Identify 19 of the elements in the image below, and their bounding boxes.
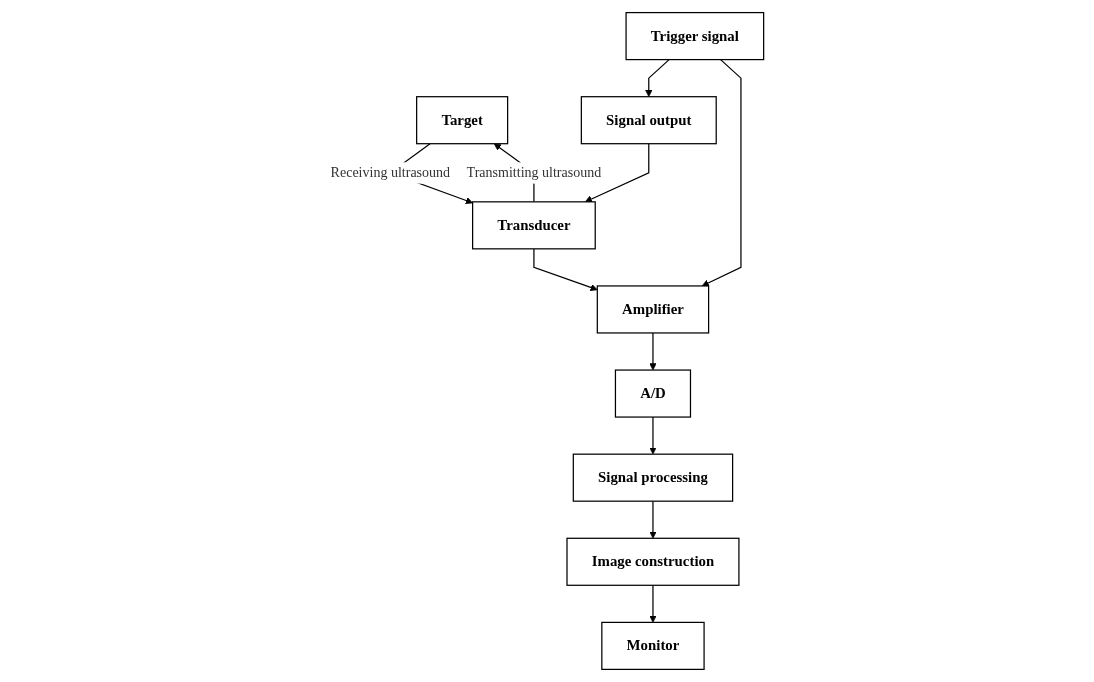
arrow [645, 59, 670, 98]
arrow [649, 500, 657, 539]
arrow [701, 59, 742, 287]
node-box: A/D [614, 369, 691, 418]
edge-label: Transmitting ultrasound [466, 164, 602, 181]
node-box: Signal output [580, 96, 717, 145]
arrow [649, 332, 657, 371]
arrow [533, 248, 598, 292]
node-box: Signal processing [572, 453, 734, 502]
node-box: Amplifier [596, 285, 710, 334]
node-box: Trigger signal [625, 12, 765, 61]
node-box: Image construction [566, 537, 740, 586]
node-box: Target [415, 96, 509, 145]
edge-label: Receiving ultrasound [330, 164, 450, 181]
arrow [649, 584, 657, 623]
arrow [584, 143, 650, 203]
node-box: Monitor [601, 621, 705, 670]
arrow [649, 416, 657, 455]
node-box: Transducer [471, 201, 596, 250]
